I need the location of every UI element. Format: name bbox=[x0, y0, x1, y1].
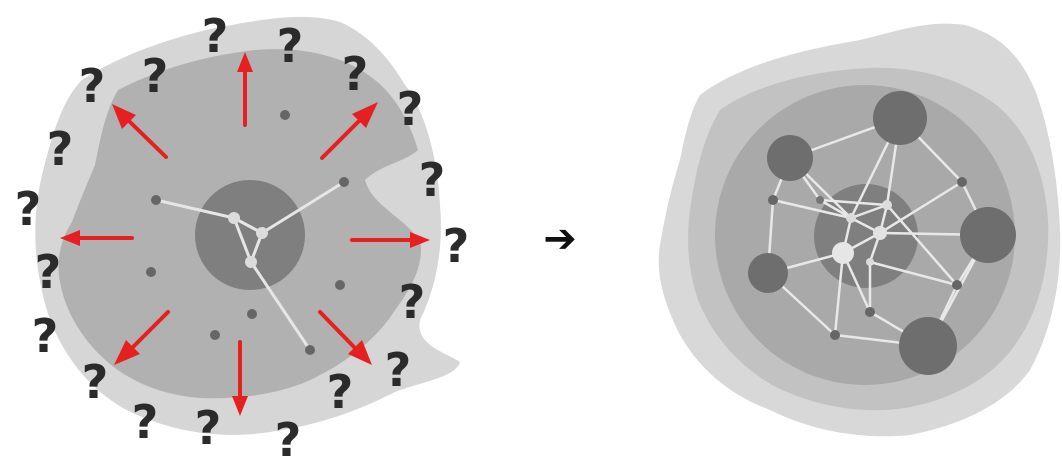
question-mark: ? bbox=[397, 82, 424, 136]
question-mark: ? bbox=[275, 413, 302, 467]
red-arrow-down-right-icon bbox=[318, 310, 372, 365]
large-node bbox=[960, 207, 1016, 263]
left-node bbox=[228, 212, 240, 224]
question-mark: ? bbox=[195, 401, 222, 455]
left-panel-unstructured-expansion: ? ? ? ? ? ? ? ? ? ? ? ? ? ? ? ? ? ? ? bbox=[15, 9, 470, 467]
core-node bbox=[832, 242, 854, 264]
question-mark: ? bbox=[399, 275, 426, 329]
question-mark: ? bbox=[82, 355, 109, 409]
left-nodes bbox=[146, 110, 349, 355]
left-node bbox=[305, 345, 315, 355]
core-node bbox=[866, 258, 874, 266]
large-node bbox=[748, 253, 788, 293]
small-node bbox=[830, 330, 840, 340]
left-node bbox=[247, 309, 257, 319]
large-node bbox=[873, 91, 927, 145]
expansion-arrows bbox=[60, 52, 430, 416]
question-mark: ? bbox=[342, 47, 369, 101]
question-mark: ? bbox=[35, 245, 62, 299]
red-arrow-up-icon bbox=[237, 52, 253, 127]
question-mark: ? bbox=[202, 9, 229, 63]
question-mark: ? bbox=[142, 49, 169, 103]
large-node bbox=[767, 135, 813, 181]
left-node bbox=[210, 330, 220, 340]
transition-arrow-icon: ➔ bbox=[543, 216, 577, 262]
question-mark: ? bbox=[385, 343, 412, 397]
question-mark: ? bbox=[443, 219, 470, 273]
red-arrow-up-left-icon bbox=[112, 104, 168, 159]
core-node bbox=[846, 213, 856, 223]
question-marks: ? ? ? ? ? ? ? ? ? ? ? ? ? ? ? ? ? ? ? bbox=[15, 9, 470, 467]
left-node bbox=[280, 110, 290, 120]
core-node bbox=[882, 200, 892, 210]
question-mark: ? bbox=[132, 395, 159, 449]
question-mark: ? bbox=[327, 365, 354, 419]
core-node bbox=[873, 226, 887, 240]
small-node bbox=[865, 307, 875, 317]
small-node bbox=[816, 196, 824, 204]
question-mark: ? bbox=[15, 182, 42, 236]
left-node bbox=[245, 256, 257, 268]
large-node bbox=[899, 317, 957, 375]
red-arrow-down-left-icon bbox=[114, 310, 170, 365]
question-mark: ? bbox=[47, 122, 74, 176]
question-mark: ? bbox=[79, 59, 106, 113]
left-node bbox=[339, 177, 349, 187]
red-arrow-up-right-icon bbox=[320, 102, 378, 160]
red-arrow-left-icon bbox=[60, 230, 134, 246]
right-panel-structured-network bbox=[658, 23, 1061, 437]
question-mark: ? bbox=[277, 19, 304, 73]
question-mark: ? bbox=[32, 309, 59, 363]
left-node bbox=[151, 195, 161, 205]
small-node bbox=[952, 280, 962, 290]
left-node bbox=[146, 267, 156, 277]
red-arrow-down-icon bbox=[232, 340, 248, 416]
small-node bbox=[957, 177, 967, 187]
left-core-circle bbox=[195, 180, 305, 290]
red-arrow-right-icon bbox=[350, 232, 430, 248]
question-mark: ? bbox=[419, 153, 446, 207]
left-node bbox=[335, 280, 345, 290]
right-nodes bbox=[748, 91, 1016, 375]
left-node bbox=[256, 227, 268, 239]
small-node bbox=[768, 195, 778, 205]
